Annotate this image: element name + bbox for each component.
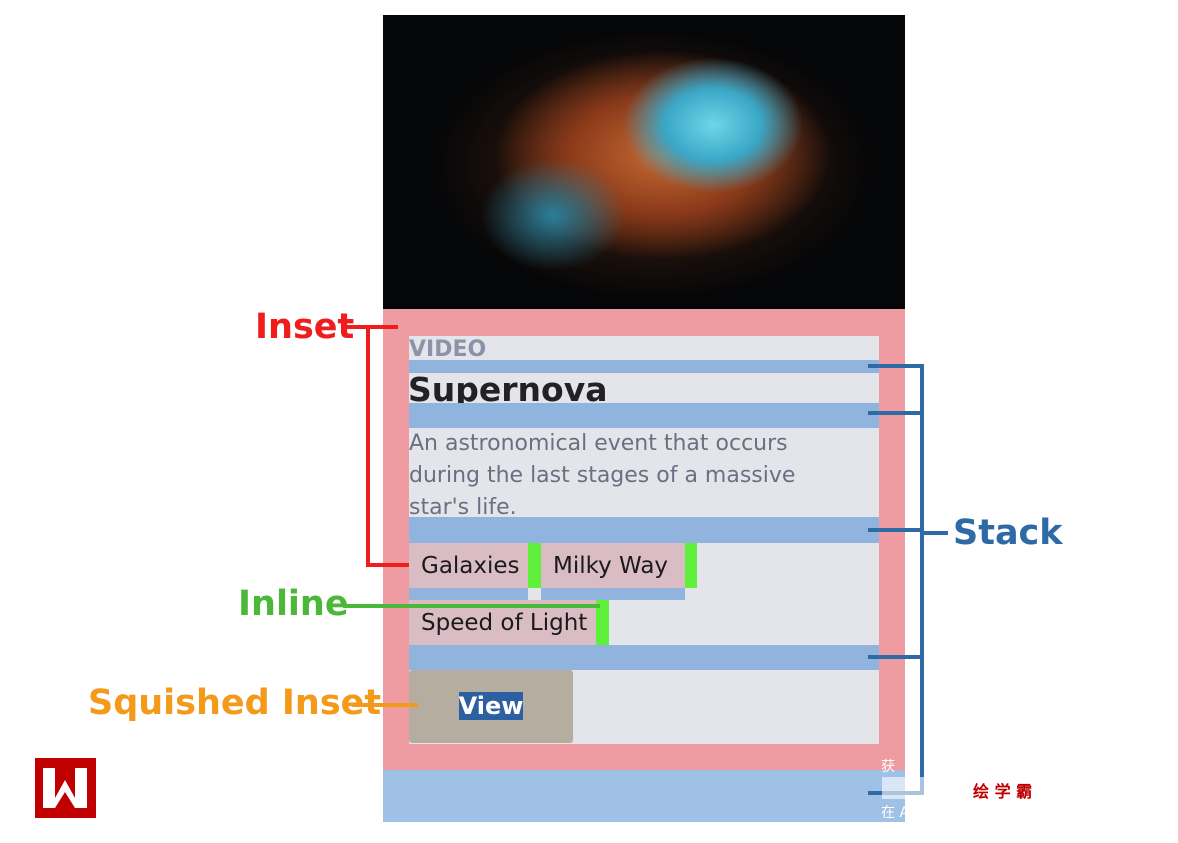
card-description: An astronomical event that occurs during… — [409, 431, 796, 520]
card-title: Supernova — [408, 370, 608, 409]
stack-pointer — [920, 531, 948, 535]
stack-spacing — [409, 645, 879, 670]
watermark-char: 在 A — [881, 805, 910, 821]
tag-milky-way[interactable]: Milky Way — [541, 543, 685, 588]
squished-inset-pointer — [352, 703, 418, 707]
stack-spacing — [409, 517, 879, 543]
watermark-char: 获 — [881, 759, 895, 775]
stack-label: Stack — [953, 513, 1063, 553]
inline-label: Inline — [238, 584, 349, 624]
stack-pointer — [868, 655, 924, 659]
stack-spacing — [409, 360, 879, 373]
view-button-label: View — [458, 692, 524, 720]
tag-galaxies[interactable]: Galaxies — [409, 543, 528, 588]
inline-spacing — [528, 543, 541, 588]
eyebrow-label: VIDEO — [409, 337, 487, 362]
stack-spacing — [409, 403, 879, 428]
brand-logo — [35, 758, 96, 818]
inset-pointer — [366, 563, 409, 567]
view-button[interactable]: View — [409, 670, 573, 743]
inset-pointer — [366, 325, 370, 567]
inset-pointer — [345, 325, 398, 329]
inset-label: Inset — [255, 307, 355, 347]
supernova-image — [383, 15, 905, 309]
watermark-text: 绘 学 霸 — [973, 782, 1033, 801]
stack-pointer — [868, 411, 924, 415]
stack-bracket — [920, 364, 924, 795]
watermark-band — [882, 777, 1144, 799]
inline-pointer — [343, 604, 600, 608]
stack-pointer — [868, 364, 924, 368]
stack-spacing-bottom — [383, 770, 905, 822]
inline-stack-spacing — [409, 588, 528, 600]
squished-inset-label: Squished Inset — [88, 683, 382, 723]
inline-spacing — [596, 600, 609, 645]
stack-pointer — [868, 528, 924, 532]
inline-spacing — [685, 543, 697, 588]
inline-stack-spacing — [541, 588, 685, 600]
